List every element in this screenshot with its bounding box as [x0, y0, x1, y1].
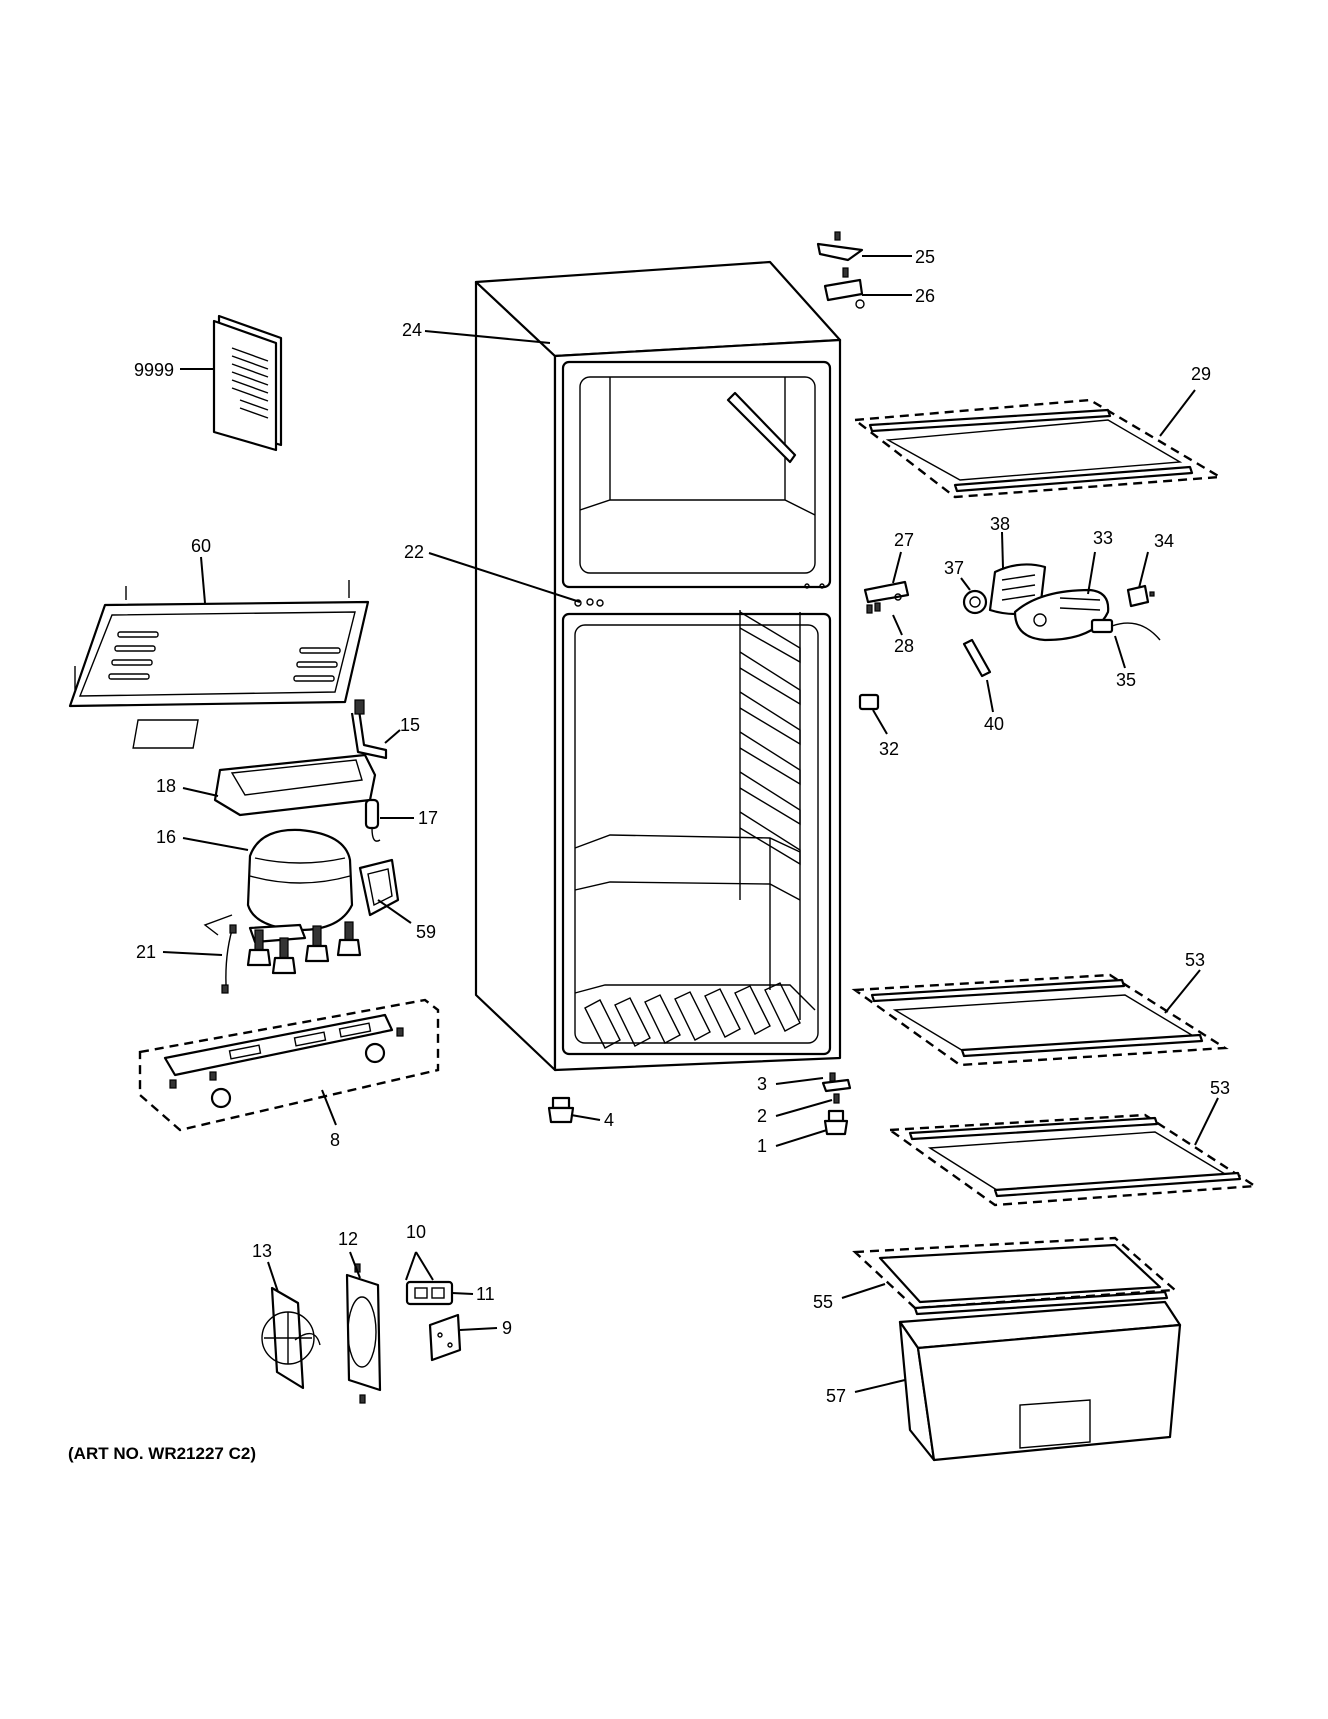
callout-12: 12	[338, 1229, 358, 1249]
light-switch	[1126, 584, 1155, 608]
freezer-shelf	[851, 398, 1224, 499]
thermostat-bracket	[405, 1280, 454, 1306]
callout-25: 25	[915, 247, 935, 267]
callout-3: 3	[757, 1074, 767, 1094]
door-bins	[739, 611, 801, 866]
relay-overload	[364, 798, 381, 842]
control-housing	[1013, 588, 1110, 642]
callout-13: 13	[252, 1241, 272, 1261]
callout-22: 22	[404, 542, 424, 562]
callout-29: 29	[1191, 364, 1211, 384]
crisper-cover	[852, 1236, 1178, 1316]
front-leg-right	[823, 1109, 849, 1136]
light-bulb-socket	[962, 638, 992, 678]
defrost-drain-pan	[132, 719, 377, 817]
callout-26: 26	[915, 286, 935, 306]
callout-4: 4	[604, 1110, 614, 1130]
callout-15: 15	[400, 715, 420, 735]
callout-55: 55	[813, 1292, 833, 1312]
literature-manual	[212, 314, 283, 452]
compressor-cover-bracket	[358, 858, 400, 917]
top-hinge	[823, 267, 865, 309]
callout-8: 8	[330, 1130, 340, 1150]
compressor	[203, 828, 354, 944]
fan-shroud	[345, 1263, 382, 1404]
leader-lines	[162, 255, 1219, 1393]
thermostat-knob	[962, 589, 988, 615]
crisper-ribs	[584, 982, 801, 1049]
callout-53-upper: 53	[1185, 950, 1205, 970]
fresh-food-shelf-lower	[886, 1113, 1259, 1207]
callout-60: 60	[191, 536, 211, 556]
callout-1: 1	[757, 1136, 767, 1156]
callout-16: 16	[156, 827, 176, 847]
callout-9999: 9999	[134, 360, 174, 380]
callout-labels: 9999 60 24 22 25 26 29 27 28 38 37 33 34…	[134, 247, 1230, 1406]
top-hinge-cover	[816, 231, 864, 262]
thermostat	[1090, 618, 1161, 641]
callout-57: 57	[826, 1386, 846, 1406]
callout-28: 28	[894, 636, 914, 656]
callout-11: 11	[476, 1284, 495, 1304]
drain-tube	[350, 699, 388, 760]
callout-37: 37	[944, 558, 964, 578]
crisper-drawer	[898, 1300, 1182, 1462]
callout-53-lower: 53	[1210, 1078, 1230, 1098]
callout-40: 40	[984, 714, 1004, 734]
harness-wire	[221, 924, 237, 994]
base-rail-assembly	[138, 998, 440, 1132]
callout-34: 34	[1154, 531, 1174, 551]
mounting-plate	[428, 1313, 462, 1362]
back-panel-cover	[68, 580, 370, 708]
callout-35: 35	[1116, 670, 1136, 690]
fresh-food-shelf-upper	[851, 973, 1229, 1067]
door-stop	[858, 693, 880, 711]
callout-27: 27	[894, 530, 914, 550]
callout-33: 33	[1093, 528, 1113, 548]
front-leg-left	[547, 1096, 575, 1124]
callout-24: 24	[402, 320, 422, 340]
hinge-screw	[833, 1093, 840, 1104]
callout-32: 32	[879, 739, 899, 759]
bottom-hinge	[821, 1072, 852, 1093]
callout-9: 9	[502, 1318, 512, 1338]
callout-2: 2	[757, 1106, 767, 1126]
compressor-feet-grommets	[246, 921, 362, 975]
callout-17: 17	[418, 808, 438, 828]
art-number: (ART NO. WR21227 C2)	[68, 1444, 256, 1463]
callout-59: 59	[416, 922, 436, 942]
refrigerator-cabinet	[474, 260, 842, 1072]
callout-10: 10	[406, 1222, 426, 1242]
middle-hinge	[863, 580, 910, 614]
callout-21: 21	[136, 942, 156, 962]
callout-38: 38	[990, 514, 1010, 534]
condenser-fan	[261, 1286, 321, 1390]
callout-18: 18	[156, 776, 176, 796]
